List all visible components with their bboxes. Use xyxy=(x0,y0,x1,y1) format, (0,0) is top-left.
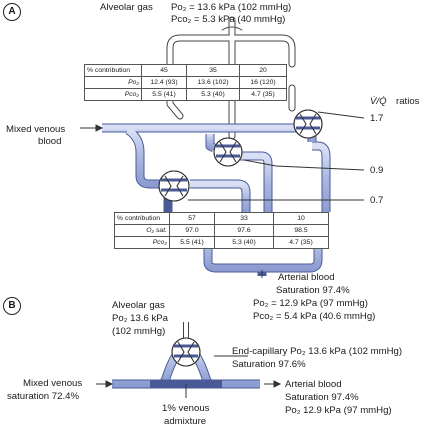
panel-b-badge: B xyxy=(3,297,21,315)
panel-a-badge: A xyxy=(3,3,21,21)
table-cell: 33 xyxy=(214,212,274,225)
top-table: % contribution 45 35 20 Po₂ 12.4 (93) 13… xyxy=(84,64,287,101)
table-cell: 5.3 (40) xyxy=(186,88,240,101)
vq-pointer-lines xyxy=(188,111,365,201)
alveolus-icon xyxy=(213,137,243,167)
mixed-venous-b-line2: saturation 72.4% xyxy=(7,391,79,402)
table-cell: 45 xyxy=(141,64,187,77)
mixed-venous-b-line1: Mixed venous xyxy=(23,378,83,389)
table-cell: 98.5 xyxy=(273,224,329,237)
arterial-b-label: Arterial blood xyxy=(285,379,342,390)
table-cell: 57 xyxy=(169,212,215,225)
admixture-line1: 1% venous xyxy=(162,403,210,414)
table-cell: 5.5 (41) xyxy=(169,236,215,249)
alveolar-po2: Po₂ = 13.6 kPa (102 mmHg) xyxy=(171,2,292,13)
mixed-venous-label: Mixed venous xyxy=(6,124,66,135)
table-cell: 16 (120) xyxy=(239,76,287,89)
arterial-po2: Po₂ = 12.9 kPa (97 mmHg) xyxy=(253,298,368,309)
bottom-table: % contribution 57 33 10 O₂ sat. 97.0 97.… xyxy=(114,212,329,249)
alveolar-b-mmhg: (102 mmHg) xyxy=(112,326,166,337)
alveolar-pco2: Pco₂ = 5.3 kPa (40 mmHg) xyxy=(171,14,286,25)
end-capillary-line1: End-capillary Po₂ 13.6 kPa (102 mmHg) xyxy=(232,346,403,357)
admixture-line2: admixture xyxy=(164,416,207,427)
arterial-b-po2: Po₂ 12.9 kPa (97 mmHg) xyxy=(285,405,392,416)
end-capillary-line2: Saturation 97.6% xyxy=(232,359,306,370)
panel-b-arrows xyxy=(96,355,282,398)
table-row-label: O₂ sat. xyxy=(114,224,170,237)
table-cell: 5.5 (41) xyxy=(141,88,187,101)
alveolus-b-icon xyxy=(171,337,201,367)
alveolar-b-po2: Po₂ 13.6 kPa xyxy=(112,313,168,324)
table-row-label: Pco₂ xyxy=(84,88,142,101)
alveolar-gas-label: Alveolar gas xyxy=(100,2,153,13)
arterial-label: Arterial blood xyxy=(278,272,335,283)
ratio-value: 0.7 xyxy=(370,195,384,206)
alveolar-gas-b-label: Alveolar gas xyxy=(112,300,165,311)
table-cell: 5.3 (40) xyxy=(214,236,274,249)
table-cell: 35 xyxy=(186,64,240,77)
mixed-venous-arrow xyxy=(80,124,104,132)
table-cell: 97.6 xyxy=(214,224,274,237)
arterial-b-saturation: Saturation 97.4% xyxy=(285,392,359,403)
ratio-value: 1.7 xyxy=(370,113,384,124)
alveolus-icon xyxy=(158,170,190,202)
arterial-saturation: Saturation 97.4% xyxy=(276,285,350,296)
vq-ratios-word: ratios xyxy=(396,96,420,107)
alveolus-icon xyxy=(293,109,323,139)
table-cell: 13.6 (102) xyxy=(186,76,240,89)
table-cell: 20 xyxy=(239,64,287,77)
ratio-value: 0.9 xyxy=(370,165,384,176)
table-cell: 4.7 (35) xyxy=(273,236,329,249)
arterial-pco2: Pco₂ = 5.4 kPa (40.6 mmHg) xyxy=(253,311,376,322)
mixed-venous-label: blood xyxy=(38,136,62,147)
table-cell: 12.4 (93) xyxy=(141,76,187,89)
table-row-label: Po₂ xyxy=(84,76,142,89)
table-row-label: Pco₂ xyxy=(114,236,170,249)
table-header: % contribution xyxy=(114,212,170,225)
table-cell: 4.7 (35) xyxy=(239,88,287,101)
table-header: % contribution xyxy=(84,64,142,77)
table-cell: 97.0 xyxy=(169,224,215,237)
table-cell: 10 xyxy=(273,212,329,225)
vq-title: V̇/Q̇ xyxy=(370,96,387,107)
